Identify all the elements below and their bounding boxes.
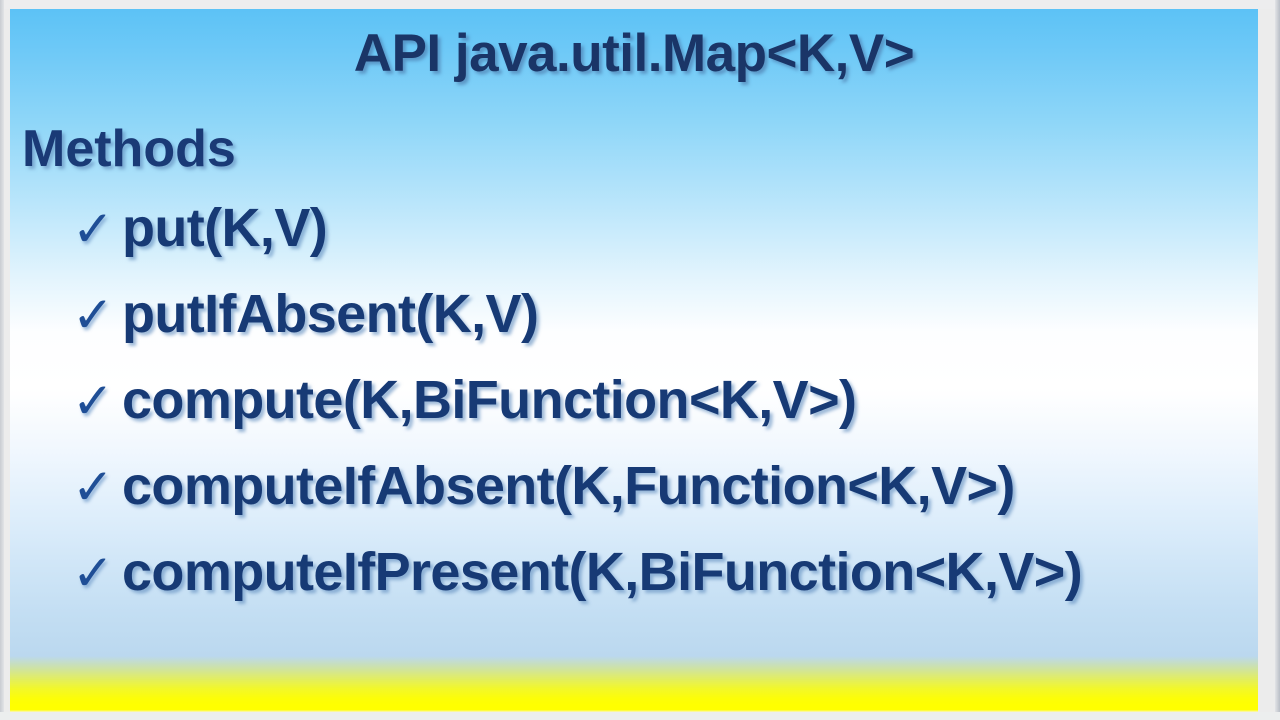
check-icon: ✓ xyxy=(72,201,114,257)
slide-title: API java.util.Map<K,V> xyxy=(353,24,915,83)
method-signature: computeIfAbsent(K,Function<K,V>) xyxy=(122,456,1015,516)
method-signature: put(K,V) xyxy=(122,198,328,258)
frame-left-edge xyxy=(0,0,4,720)
method-signature: compute(K,BiFunction<K,V>) xyxy=(122,370,857,430)
method-signature: putIfAbsent(K,V) xyxy=(122,284,539,344)
frame-bottom-letterbox xyxy=(0,712,1280,720)
check-icon: ✓ xyxy=(72,545,114,601)
check-icon: ✓ xyxy=(72,287,114,343)
list-item: ✓ putIfAbsent(K,V) xyxy=(72,287,1258,373)
methods-list: ✓ put(K,V) ✓ putIfAbsent(K,V) ✓ compute(… xyxy=(72,201,1258,631)
check-icon: ✓ xyxy=(72,373,114,429)
list-item: ✓ put(K,V) xyxy=(72,201,1258,287)
frame-top-letterbox xyxy=(0,0,1280,9)
list-item: ✓ computeIfAbsent(K,Function<K,V>) xyxy=(72,459,1258,545)
slide-bottom-accent-band xyxy=(10,656,1258,712)
methods-section-heading: Methods xyxy=(22,120,236,178)
presentation-slide: API java.util.Map<K,V> Methods ✓ put(K,V… xyxy=(10,9,1258,712)
frame-right-edge xyxy=(1275,0,1280,720)
list-item: ✓ compute(K,BiFunction<K,V>) xyxy=(72,373,1258,459)
list-item: ✓ computeIfPresent(K,BiFunction<K,V>) xyxy=(72,545,1258,631)
method-signature: computeIfPresent(K,BiFunction<K,V>) xyxy=(122,542,1083,602)
check-icon: ✓ xyxy=(72,459,114,515)
